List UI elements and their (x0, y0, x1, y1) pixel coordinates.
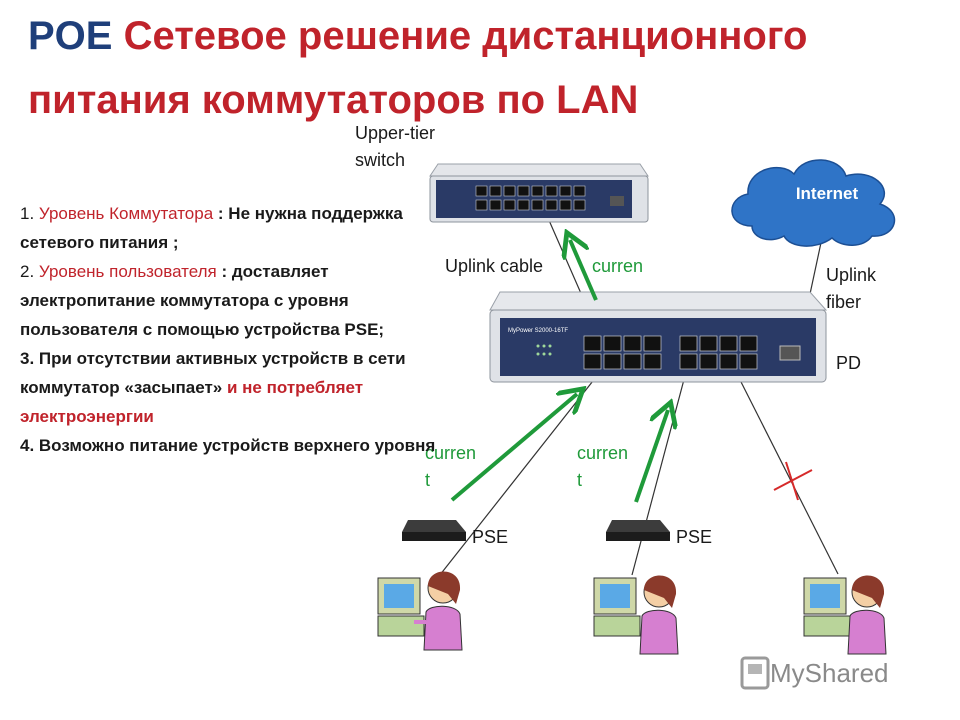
uplink-fiber-line1: Uplink (826, 265, 877, 285)
current-mid-line2: t (577, 470, 583, 490)
item1-highlight: Уровень Коммутатора (38, 204, 214, 223)
watermark: MyShared (770, 658, 889, 688)
item2-highlight: Уровень пользователя (38, 262, 217, 281)
list-item-4: 4. Возможно питание устройств верхнего у… (20, 436, 436, 455)
current-arrows (450, 240, 668, 503)
upper-tier-switch (429, 163, 649, 223)
current-top-label: curren (592, 256, 644, 276)
uplink-fiber-label: Uplink fiber (826, 262, 876, 316)
uplink-fiber-line2: fiber (826, 292, 862, 312)
title-poe: POE (28, 14, 113, 58)
arrow-current-left (450, 394, 577, 502)
pse-device-left (402, 520, 466, 541)
item2-number: 2. (20, 262, 39, 281)
item1-number: 1. (20, 204, 39, 223)
current-left-line1: curren (425, 443, 477, 463)
list-item-2: 2. Уровень пользователя : доставляет эле… (20, 257, 440, 344)
arrow-current-top (570, 240, 598, 301)
main-switch-model: MyPower S2000-16TF (508, 328, 568, 334)
uplink-cable-label: Uplink cable (445, 256, 544, 276)
upper-tier-switch-label: Upper-tier switch (355, 120, 435, 174)
upper-tier-line1: Upper-tier (355, 123, 436, 143)
title-line1: Сетевое решение дистанционного (112, 14, 808, 58)
user-computer-mid (593, 575, 679, 655)
list-item-1: 1. Уровень Коммутатора : Не нужна поддер… (20, 199, 440, 257)
user-computer-right (803, 575, 887, 655)
internet-cloud (731, 159, 896, 247)
current-mid-line1: curren (577, 443, 629, 463)
title-line2: питания коммутаторов по LAN (28, 78, 639, 122)
myshared-logo-icon (740, 656, 770, 690)
list-item-3: 3. При отсутствии активных устройств в с… (20, 344, 440, 431)
item3-highlight: и не потребляет электроэнергии (20, 378, 364, 426)
user-computer-left (377, 571, 463, 651)
main-switch: MyPower S2000-16TF (489, 291, 828, 383)
upper-tier-line2: switch (355, 150, 406, 170)
page-title: POE Сетевое решение дистанционного питани… (28, 4, 948, 132)
current-left-line2: t (425, 470, 431, 490)
internet-label: Internet (795, 184, 859, 203)
cable-right-pc (735, 371, 839, 575)
current-mid-label: curren t (577, 440, 628, 494)
pse-device-mid (606, 520, 670, 541)
pd-label: PD (836, 353, 862, 373)
no-power-cross-icon (773, 461, 813, 501)
item3-text: 3. При отсутствии активных устройств в с… (20, 349, 406, 397)
item2-text: : доставляет электропитание коммутатора … (20, 262, 385, 339)
current-left-label: curren t (425, 440, 476, 494)
feature-list: 1. Уровень Коммутатора : Не нужна поддер… (20, 199, 440, 460)
arrow-current-mid (634, 410, 668, 503)
item1-text: : Не нужна поддержка сетевого питания ; (20, 204, 403, 252)
pse-left-label: PSE (472, 527, 509, 547)
pse-mid-label: PSE (676, 527, 713, 547)
